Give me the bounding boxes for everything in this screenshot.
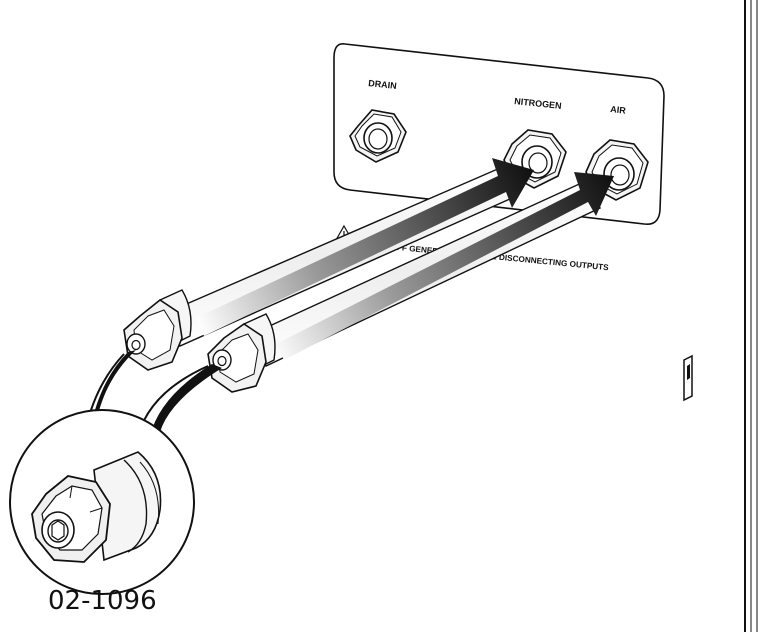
nitrogen-label: NITROGEN — [514, 96, 562, 111]
magnified-detail — [9, 409, 195, 595]
air-pipe-fitting — [207, 313, 276, 393]
cabinet-edge — [744, 0, 758, 632]
air-label: AIR — [610, 104, 627, 116]
drain-label: DRAIN — [368, 78, 397, 91]
drain-fitting — [349, 109, 407, 163]
figure-id: 02-1096 — [48, 586, 157, 616]
nitrogen-arrow-icon — [196, 158, 534, 336]
nitrogen-pipe-fitting — [123, 289, 192, 371]
air-arrow-icon — [276, 172, 614, 360]
cabinet-latch — [683, 354, 693, 402]
